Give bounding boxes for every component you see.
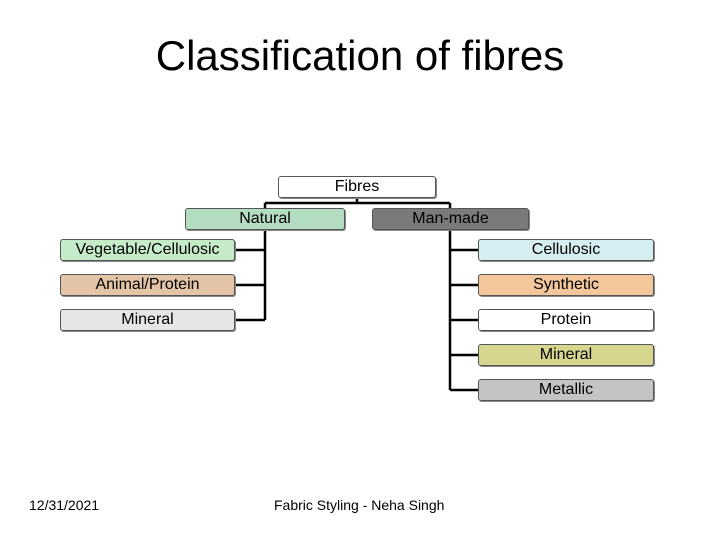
node-man-made-protein: Protein <box>478 309 654 331</box>
slide-title: Classification of fibres <box>155 32 565 79</box>
node-fibres: Fibres <box>278 176 436 198</box>
node-man-made-cellulosic: Cellulosic <box>478 239 654 261</box>
node-man-made: Man-made <box>372 208 529 230</box>
node-fibres-label: Fibres <box>334 178 380 195</box>
node-label: Synthetic <box>533 276 599 293</box>
slide-date: 12/31/2021 <box>29 497 100 513</box>
node-label: Animal/Protein <box>95 276 200 293</box>
node-label: Cellulosic <box>531 241 601 258</box>
node-natural: Natural <box>185 208 345 230</box>
node-label: Metallic <box>538 381 594 398</box>
node-man-made-mineral: Mineral <box>478 344 654 366</box>
node-natural-mineral: Mineral <box>60 309 235 331</box>
node-natural-vegetable: Vegetable/Cellulosic <box>60 239 235 261</box>
node-label: Mineral <box>539 346 593 363</box>
node-natural-animal: Animal/Protein <box>60 274 235 296</box>
node-man-made-synthetic: Synthetic <box>478 274 654 296</box>
node-label: Vegetable/Cellulosic <box>75 241 220 258</box>
node-man-made-metallic: Metallic <box>478 379 654 401</box>
node-label: Protein <box>540 311 592 328</box>
node-label: Mineral <box>121 311 174 328</box>
slide-footer: Fabric Styling - Neha Singh <box>274 497 445 513</box>
node-natural-label: Natural <box>239 210 291 227</box>
node-man-made-label: Man-made <box>412 210 489 227</box>
